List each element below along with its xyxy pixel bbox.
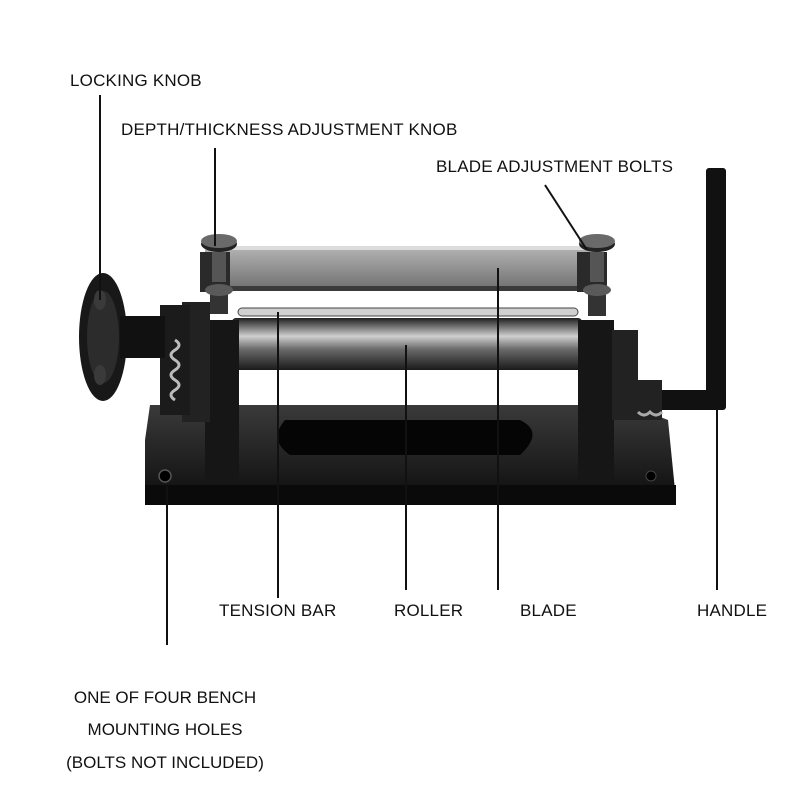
label-blade-bolts: BLADE ADJUSTMENT BOLTS — [436, 157, 674, 176]
roller — [232, 318, 582, 370]
handle — [632, 168, 726, 420]
mounting-hole — [645, 470, 657, 482]
depth-knob — [201, 234, 237, 314]
label-handle: HANDLE — [697, 601, 768, 620]
label-blade: BLADE — [520, 601, 577, 620]
locking-knob — [79, 273, 165, 401]
mounting-note-line3: (BOLTS NOT INCLUDED) — [66, 753, 264, 772]
blade-adjustment-bolts — [579, 234, 615, 316]
label-roller: ROLLER — [394, 601, 464, 620]
label-depth-knob: DEPTH/THICKNESS ADJUSTMENT KNOB — [121, 120, 458, 139]
blade-block — [200, 246, 607, 292]
mounting-note-line2: MOUNTING HOLES — [87, 720, 243, 739]
label-locking-knob: LOCKING KNOB — [70, 71, 202, 90]
tension-bar — [237, 307, 579, 317]
leader-blade-bolts — [544, 184, 588, 251]
label-tension-bar: TENSION BAR — [219, 601, 337, 620]
mounting-hole — [158, 469, 172, 483]
leader-lines — [99, 95, 718, 645]
mounting-note-line1: ONE OF FOUR BENCH — [73, 688, 257, 707]
